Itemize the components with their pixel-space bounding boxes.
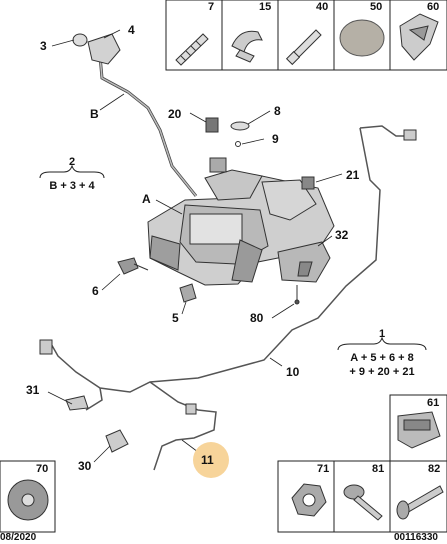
callout-label: 3 [40,39,47,53]
part-number-label: 40 [316,1,329,13]
group-1-brace [337,336,427,351]
vent-line-drawing [49,125,410,471]
filler-cap-drawing [72,33,88,47]
part-82-icon [396,485,444,520]
part-70-icon [7,479,49,521]
group-1-formula-line1: A + 5 + 6 + 8 [350,352,414,364]
part-50-icon [339,19,385,57]
group-2-brace [39,164,105,179]
callout-label: 8 [274,104,281,118]
callout-label: B [90,107,99,121]
vent-line-fittings [39,129,417,453]
callout-label: 5 [172,311,179,325]
part-cell-70 [0,460,56,533]
footer-reference: 00116330 [394,532,438,543]
callout-label: A [142,192,151,206]
callout-label: 10 [286,365,300,379]
part-40-icon [285,29,322,66]
callout-label: 32 [335,228,349,242]
highlight-circle [193,442,229,478]
part-number-label: 61 [427,397,440,409]
group-1-formula-line2: + 9 + 20 + 21 [349,366,415,378]
top-parts-table [165,0,447,71]
leader-lines [47,29,343,463]
part-21-drawing [301,176,315,190]
bottom-right-parts-table [277,460,447,533]
part-9-drawing [235,141,241,147]
part-20-drawing [205,117,219,133]
filler-neck-drawing [87,33,121,65]
part-number-label: 82 [428,463,441,475]
part-number-label: 81 [372,463,385,475]
callout-label: 9 [272,132,279,146]
part-81-icon [343,484,383,521]
part-8-drawing [230,121,250,131]
bracket-32-drawing [277,241,331,305]
part-number-label: 7 [208,1,215,13]
callout-label: 21 [346,168,360,182]
callout-label: 31 [26,383,40,397]
part-number-label: 70 [36,463,49,475]
part-number-label: 71 [317,463,330,475]
callout-label: 20 [168,107,182,121]
callout-label: 11 [201,453,214,467]
group-2-formula: B + 3 + 4 [49,180,95,192]
part-60-icon [399,13,439,61]
callout-label: 80 [250,311,264,325]
footer-date: 08/2020 [0,532,37,543]
filler-pipe-drawing [98,55,198,197]
tank-assembly-drawing [147,157,335,286]
callout-label: 30 [78,459,92,473]
part-5-drawing [179,283,197,303]
part-number-label: 60 [427,1,440,13]
part-6-drawing [117,257,149,275]
part-15-icon [231,30,263,63]
part-71-icon [291,483,327,517]
part-61-icon [397,411,441,449]
part-7-icon [175,33,209,66]
part-number-label: 50 [370,1,383,13]
part-number-label: 15 [259,1,272,13]
group-1-number: 1 [378,328,386,340]
callout-label: 6 [92,284,99,298]
callout-label: 4 [128,23,135,37]
group-2-number: 2 [68,156,76,168]
